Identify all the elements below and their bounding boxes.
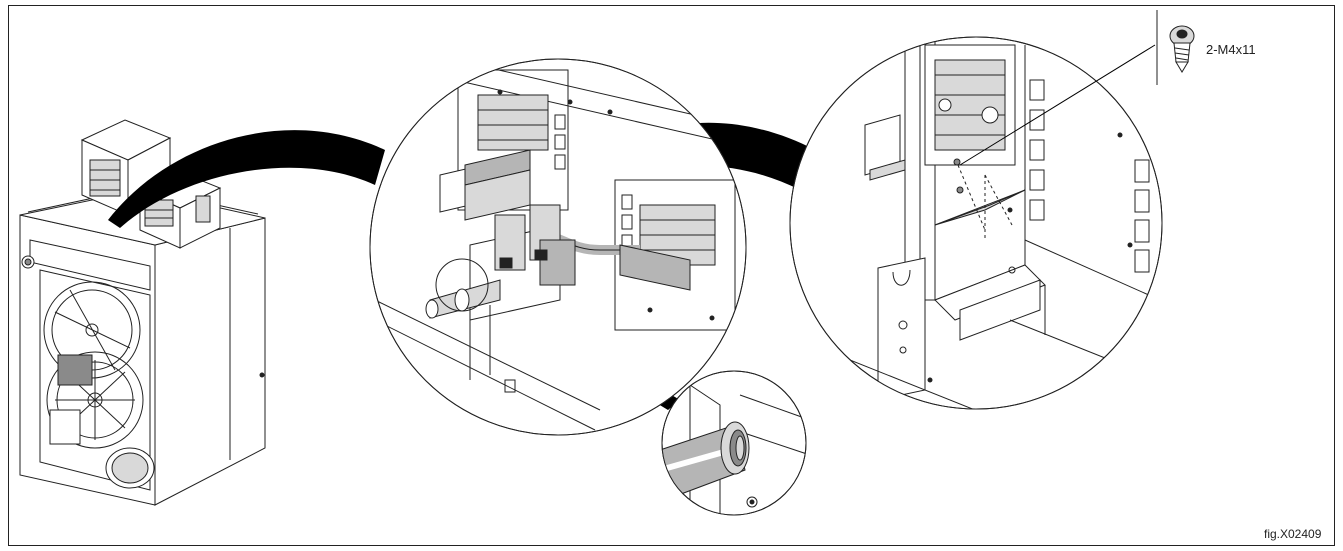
screw-spec-label: 2-M4x11 <box>1206 42 1256 57</box>
figure-id-label: fig.X02409 <box>1264 527 1322 541</box>
figure-frame <box>8 5 1335 546</box>
machine-overview <box>19 119 266 506</box>
screw-callout <box>959 10 1158 166</box>
detail-circle-1 <box>369 58 747 436</box>
detail-circle-3 <box>661 370 807 516</box>
detail-circle-2 <box>789 36 1163 410</box>
screw-icon <box>1169 25 1195 73</box>
